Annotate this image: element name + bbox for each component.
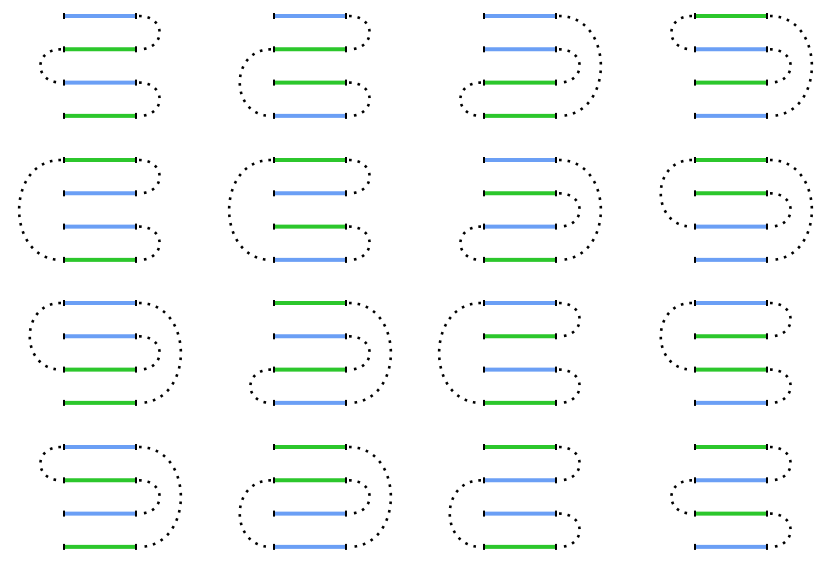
dotted-connector	[558, 192, 581, 228]
panel	[448, 444, 581, 550]
dotted-connector	[769, 48, 792, 84]
dotted-connector	[459, 225, 482, 262]
dotted-connector	[558, 368, 581, 405]
panel	[459, 13, 602, 119]
dotted-connector	[670, 479, 693, 515]
dotted-connector	[238, 479, 272, 549]
dotted-connector	[438, 301, 482, 405]
dotted-connector	[348, 335, 371, 371]
dotted-connector	[659, 158, 693, 228]
dotted-connector	[249, 368, 272, 405]
dotted-connector	[348, 14, 371, 51]
dotted-connector	[39, 445, 62, 482]
panel	[659, 300, 792, 406]
panel	[18, 157, 161, 263]
dotted-connector	[348, 225, 371, 262]
panel	[28, 300, 182, 406]
dotted-connector	[138, 158, 161, 195]
dotted-connector	[138, 225, 161, 262]
dotted-connector	[769, 445, 792, 482]
dotted-connector	[228, 158, 272, 262]
dotted-connector	[138, 335, 161, 371]
dotted-connector	[558, 301, 581, 338]
panels-layer	[18, 13, 813, 550]
dotted-connector	[18, 158, 62, 262]
dotted-connector	[138, 14, 161, 51]
dotted-connector	[558, 14, 602, 118]
panel	[39, 444, 182, 550]
panel	[438, 300, 581, 406]
dotted-connector	[138, 479, 161, 515]
dotted-connector	[238, 48, 272, 118]
dotted-connector	[558, 445, 581, 482]
dotted-connector	[138, 445, 182, 549]
dotted-connector	[769, 158, 813, 262]
dotted-connector	[558, 512, 581, 549]
panel	[238, 444, 392, 550]
dotted-connector	[769, 14, 813, 118]
panel	[228, 157, 371, 263]
dotted-connector	[348, 301, 392, 405]
dotted-connector	[769, 301, 792, 338]
dotted-connector	[348, 81, 371, 118]
panel	[249, 300, 392, 406]
dotted-connector	[769, 512, 792, 549]
dotted-connector	[348, 158, 371, 195]
panel	[670, 13, 813, 119]
panel	[459, 157, 602, 263]
dotted-connector	[348, 479, 371, 515]
dotted-connector	[769, 368, 792, 405]
dotted-connector	[659, 301, 693, 371]
panel	[670, 444, 792, 550]
dotted-connector	[459, 81, 482, 118]
dotted-connector	[558, 158, 602, 262]
panel	[39, 13, 161, 119]
dotted-connector	[670, 14, 693, 51]
dotted-connector	[448, 479, 482, 549]
panel	[659, 157, 813, 263]
dotted-connector	[348, 445, 392, 549]
dotted-connector	[28, 301, 62, 371]
dotted-connector	[138, 81, 161, 118]
dotted-connector	[39, 48, 62, 84]
dotted-connector	[558, 48, 581, 84]
dotted-connector	[769, 192, 792, 228]
dotted-connector	[138, 301, 182, 405]
panel	[238, 13, 371, 119]
